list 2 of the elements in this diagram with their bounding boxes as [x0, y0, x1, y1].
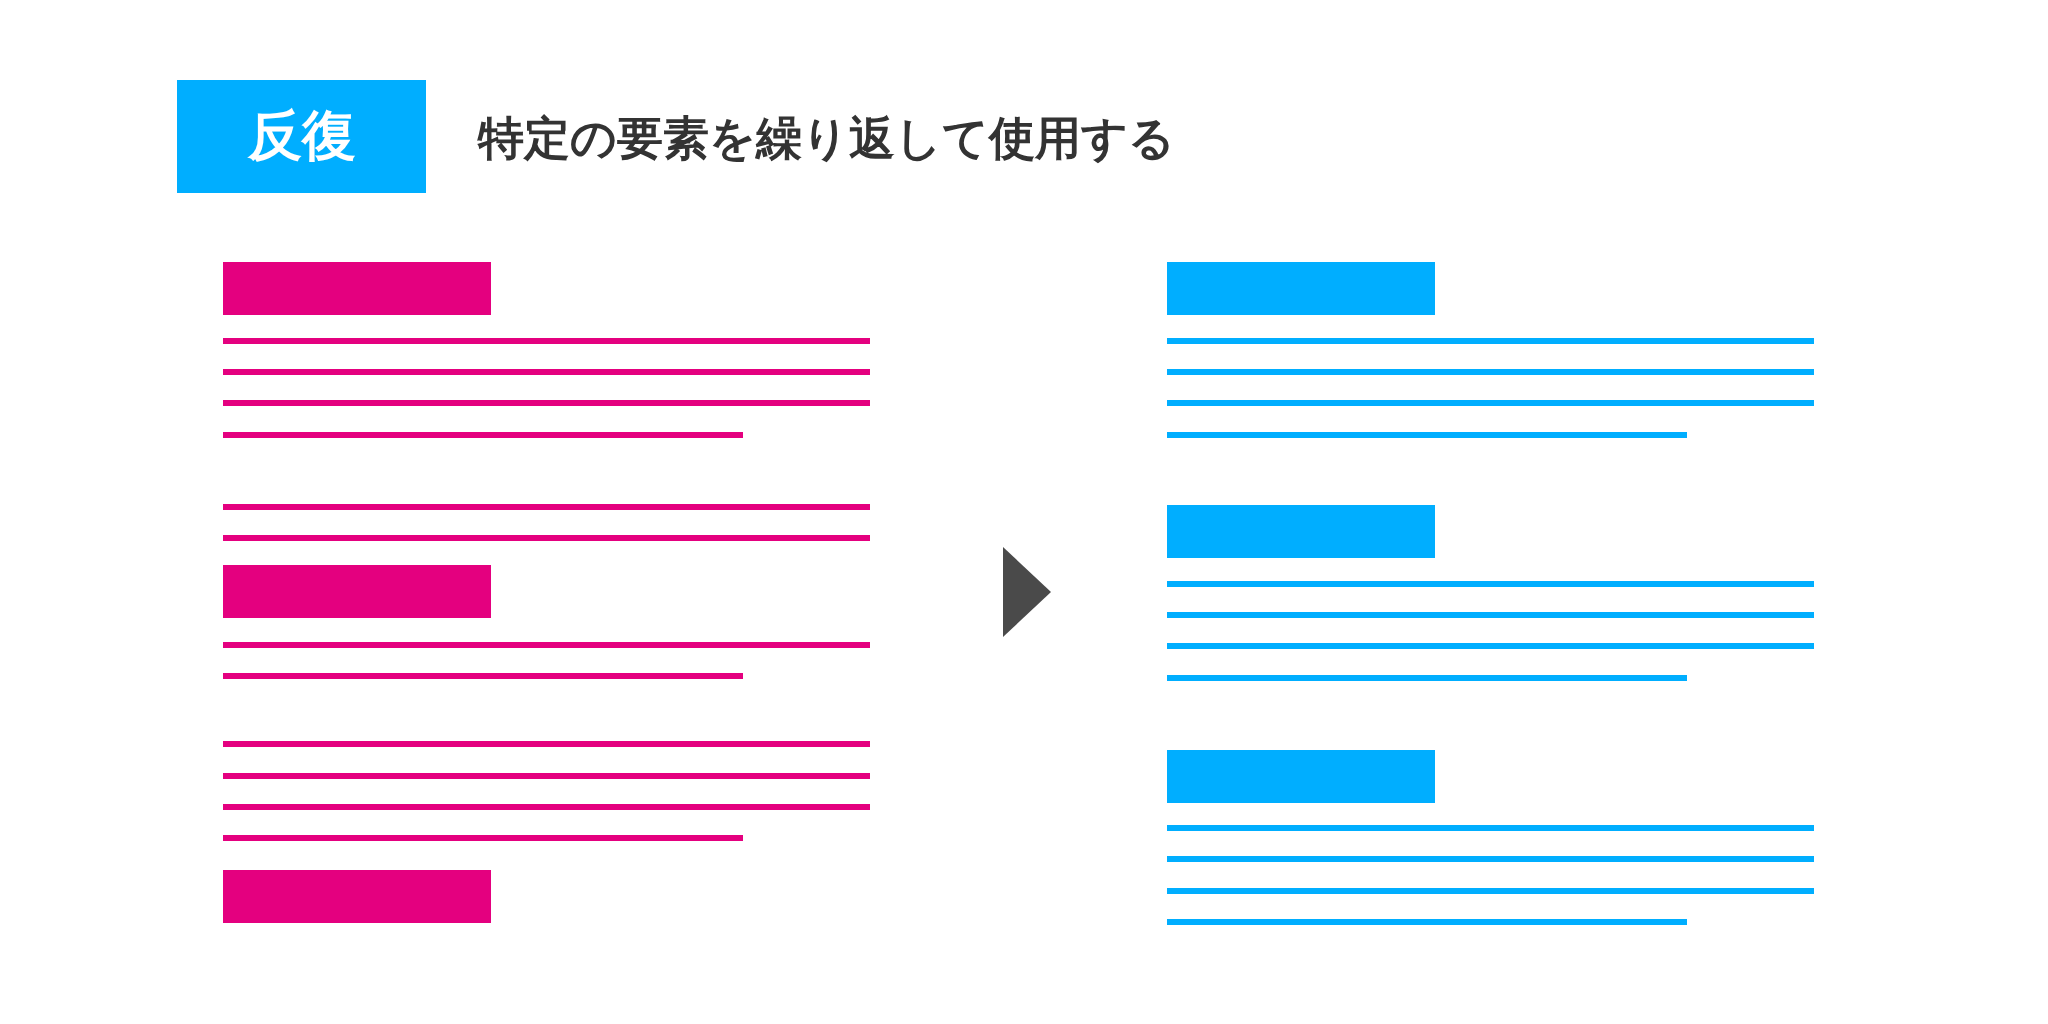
heading-badge: 反復 [177, 80, 426, 193]
subtitle-text: 特定の要素を繰り返して使用する [478, 110, 1175, 167]
